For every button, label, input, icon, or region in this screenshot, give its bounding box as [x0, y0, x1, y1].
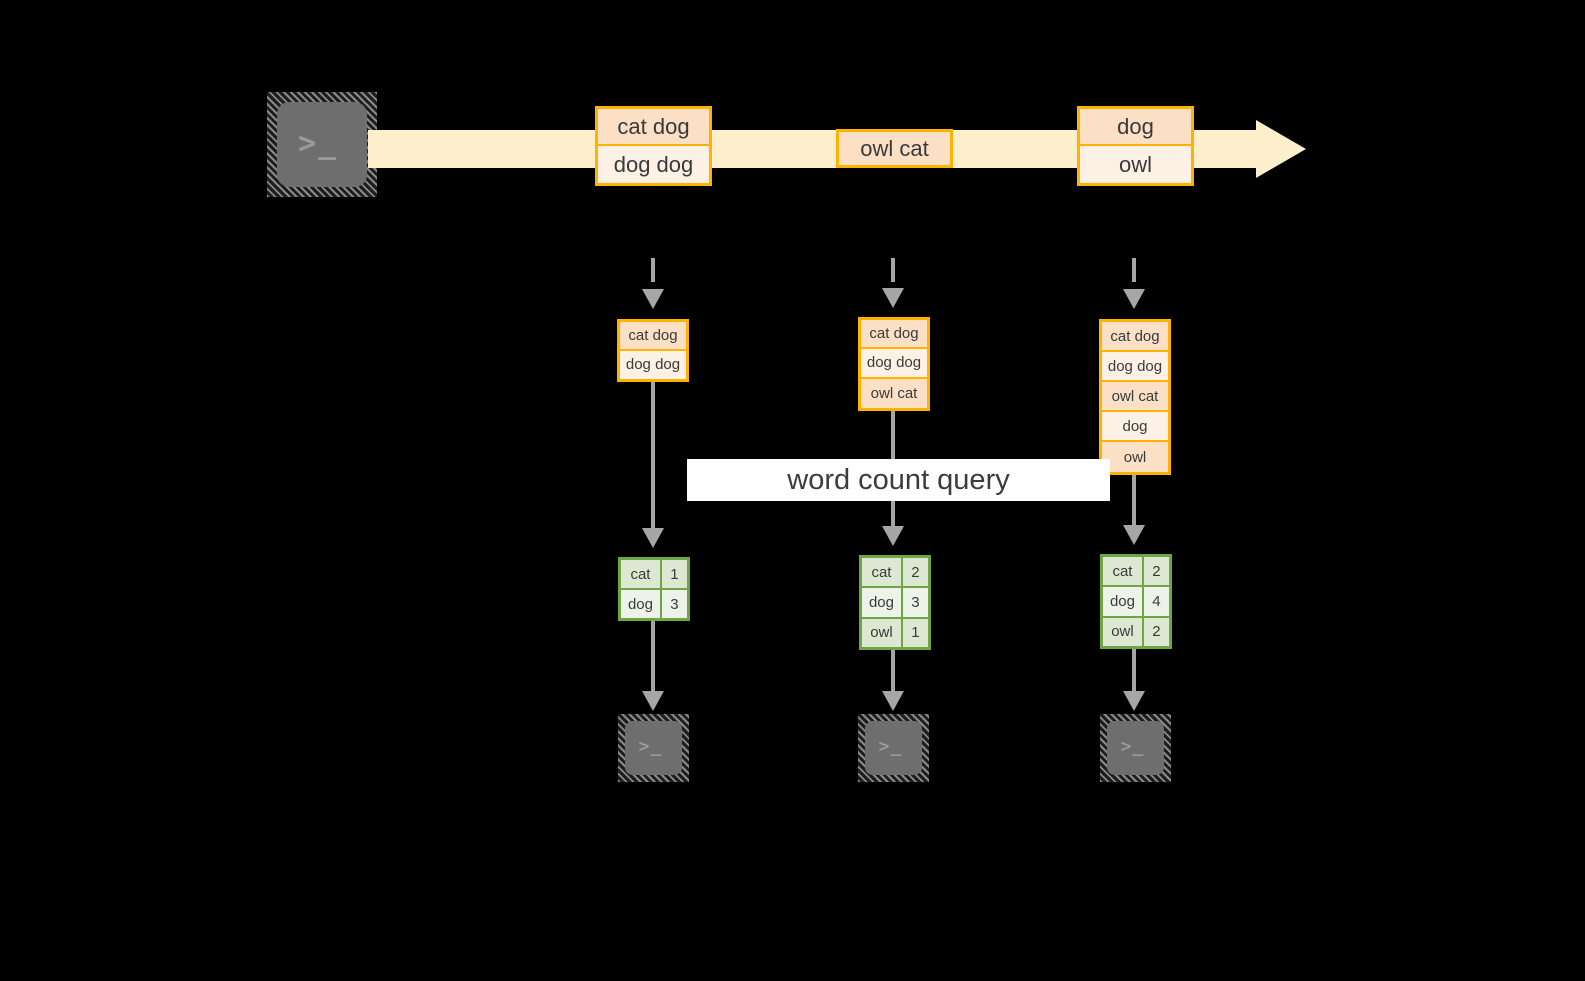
snapshot-2-result-table: cat 2 dog 3 owl 1	[859, 555, 931, 650]
snapshot-3-buffer-line-4: dog	[1102, 412, 1168, 442]
snapshot-2-buffer-line-2: dog dog	[861, 349, 927, 379]
snapshot-3-result-word-2: dog	[1103, 587, 1144, 616]
terminal-body	[1107, 721, 1164, 775]
snapshot-1-buffer-line-1: cat dog	[620, 322, 686, 351]
snapshot-3-query-arrowhead-icon	[1123, 525, 1145, 545]
terminal-body	[865, 721, 922, 775]
snapshot-2-dashed-arrowhead-icon	[882, 288, 904, 308]
snapshot-2-buffer: cat dog dog dog owl cat	[858, 317, 930, 411]
snapshot-1-buffer: cat dog dog dog	[617, 319, 689, 382]
source-terminal-icon: >_	[267, 92, 377, 197]
stream-record-1-line-2: dog dog	[598, 146, 709, 183]
stream-record-3: dog owl	[1077, 106, 1194, 186]
table-row: owl 2	[1103, 617, 1169, 646]
snapshot-2-result-count-1: 2	[902, 558, 928, 587]
snapshot-2-sink-terminal-icon: >_	[858, 714, 929, 782]
snapshot-3-buffer-line-1: cat dog	[1102, 322, 1168, 352]
snapshot-2-dashed-segment	[891, 258, 895, 282]
snapshot-2-result-word-2: dog	[862, 588, 903, 617]
table-row: cat 2	[862, 558, 928, 589]
snapshot-1-result-count-1: 1	[661, 560, 687, 588]
snapshot-3-result-count-1: 2	[1143, 557, 1169, 586]
table-row: dog 3	[621, 590, 687, 618]
snapshot-3-result-count-3: 2	[1143, 617, 1169, 646]
terminal-prompt-label: >_	[638, 736, 663, 757]
snapshot-1-sink-arrowhead-icon	[642, 691, 664, 711]
snapshot-1-dashed-segment	[651, 258, 655, 282]
snapshot-1-sink-connector	[651, 621, 655, 691]
snapshot-3-query-connector	[1132, 475, 1136, 525]
snapshot-2-buffer-line-3: owl cat	[861, 378, 927, 408]
snapshot-3-buffer-line-3: owl cat	[1102, 382, 1168, 412]
snapshot-1-sink-terminal-icon: >_	[618, 714, 689, 782]
page-title: word count query	[787, 463, 1010, 496]
snapshot-2-sink-arrowhead-icon	[882, 691, 904, 711]
snapshot-2-result-word-1: cat	[862, 558, 903, 587]
snapshot-1-buffer-line-2: dog dog	[620, 350, 686, 379]
snapshot-3-dashed-arrowhead-icon	[1123, 289, 1145, 309]
snapshot-2-result-count-3: 1	[902, 618, 928, 647]
snapshot-3-result-word-1: cat	[1103, 557, 1144, 586]
snapshot-2-sink-connector	[891, 650, 895, 691]
table-row: cat 1	[621, 560, 687, 590]
terminal-prompt-label: >_	[298, 125, 338, 161]
snapshot-3-dashed-segment	[1132, 258, 1136, 282]
stream-record-2-line-1: owl cat	[839, 132, 950, 165]
table-row: dog 3	[862, 588, 928, 619]
terminal-body	[625, 721, 682, 775]
snapshot-2-result-count-2: 3	[902, 588, 928, 617]
terminal-body	[277, 102, 367, 187]
table-row: owl 1	[862, 618, 928, 647]
terminal-prompt-label: >_	[1120, 736, 1145, 757]
stream-record-1-line-1: cat dog	[598, 109, 709, 146]
table-row: cat 2	[1103, 557, 1169, 588]
terminal-prompt-label: >_	[878, 736, 903, 757]
snapshot-3-result-word-3: owl	[1103, 617, 1144, 646]
snapshot-1-result-word-2: dog	[621, 590, 662, 618]
snapshot-1-dashed-arrowhead-icon	[642, 289, 664, 309]
stream-record-2: owl cat	[836, 129, 953, 168]
stream-record-3-line-1: dog	[1080, 109, 1191, 146]
query-label-banner: word count query	[687, 459, 1110, 501]
stream-record-3-line-2: owl	[1080, 146, 1191, 183]
snapshot-3-buffer-line-2: dog dog	[1102, 352, 1168, 382]
snapshot-1-query-connector	[651, 382, 655, 528]
snapshot-2-buffer-line-1: cat dog	[861, 320, 927, 350]
snapshot-3-result-count-2: 4	[1143, 587, 1169, 616]
snapshot-1-result-table: cat 1 dog 3	[618, 557, 690, 621]
snapshot-3-sink-arrowhead-icon	[1123, 691, 1145, 711]
stream-record-1: cat dog dog dog	[595, 106, 712, 186]
snapshot-3-sink-connector	[1132, 649, 1136, 691]
snapshot-3-result-table: cat 2 dog 4 owl 2	[1100, 554, 1172, 649]
stream-arrowhead-icon	[1256, 120, 1306, 178]
table-row: dog 4	[1103, 587, 1169, 618]
snapshot-2-result-word-3: owl	[862, 618, 903, 647]
snapshot-1-result-word-1: cat	[621, 560, 662, 588]
snapshot-3-buffer: cat dog dog dog owl cat dog owl	[1099, 319, 1171, 475]
snapshot-1-result-count-2: 3	[661, 590, 687, 618]
snapshot-3-sink-terminal-icon: >_	[1100, 714, 1171, 782]
snapshot-1-query-arrowhead-icon	[642, 528, 664, 548]
snapshot-3-buffer-line-5: owl	[1102, 442, 1168, 472]
snapshot-2-query-arrowhead-icon	[882, 526, 904, 546]
